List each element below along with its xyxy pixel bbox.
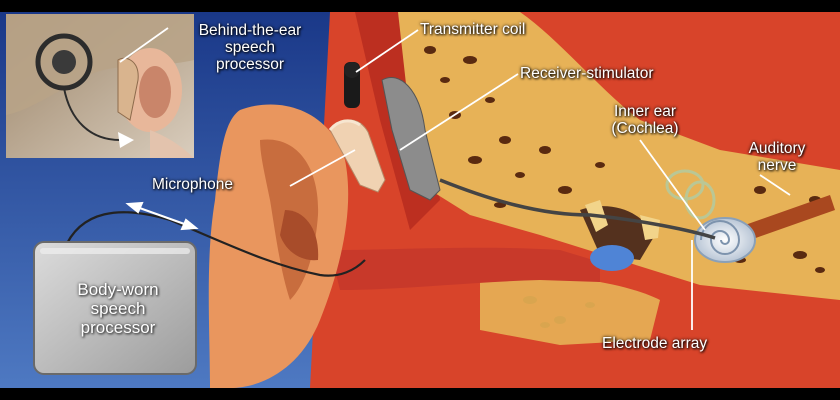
bte-label-line-2: speech bbox=[225, 39, 275, 56]
cochlea bbox=[694, 217, 756, 263]
transmitter-coil-label: Transmitter coil bbox=[420, 21, 526, 38]
body-worn-label-line-3: processor bbox=[80, 318, 156, 337]
electrode-array bbox=[439, 178, 716, 240]
processor-cable bbox=[62, 211, 366, 277]
bte-photo-inset bbox=[6, 14, 194, 158]
body-worn-label-line-1: Body-worn bbox=[77, 280, 159, 299]
auditory-nerve-label-line-2: nerve bbox=[757, 157, 797, 174]
double-arrow bbox=[125, 201, 199, 231]
auditory-nerve bbox=[745, 195, 835, 240]
body-worn-processor bbox=[33, 241, 197, 375]
receiver-stimulator-label: Receiver-stimulator bbox=[520, 65, 654, 82]
body-worn-processor-label: Body-worn speech processor bbox=[44, 280, 192, 337]
bte-processor-label: Behind-the-ear speech processor bbox=[170, 22, 330, 73]
receiver-stimulator bbox=[381, 77, 441, 201]
ear-canal bbox=[330, 247, 600, 290]
bte-label-line-1: Behind-the-ear bbox=[198, 22, 302, 39]
auditory-nerve-label-line-1: Auditory bbox=[748, 140, 806, 157]
microphone-label: Microphone bbox=[152, 176, 233, 193]
inner-ear-label: Inner ear (Cochlea) bbox=[590, 103, 700, 137]
electrode-array-label: Electrode array bbox=[602, 335, 708, 352]
inner-ear-label-line-1: Inner ear bbox=[613, 103, 677, 120]
body-worn-label-line-2: speech bbox=[90, 299, 146, 318]
leader-lines bbox=[119, 27, 791, 330]
auditory-nerve-label: Auditory nerve bbox=[722, 140, 832, 174]
eustachian-blue bbox=[590, 245, 634, 271]
bte-label-line-3: processor bbox=[215, 56, 285, 73]
inner-ear-label-line-2: (Cochlea) bbox=[611, 120, 679, 137]
